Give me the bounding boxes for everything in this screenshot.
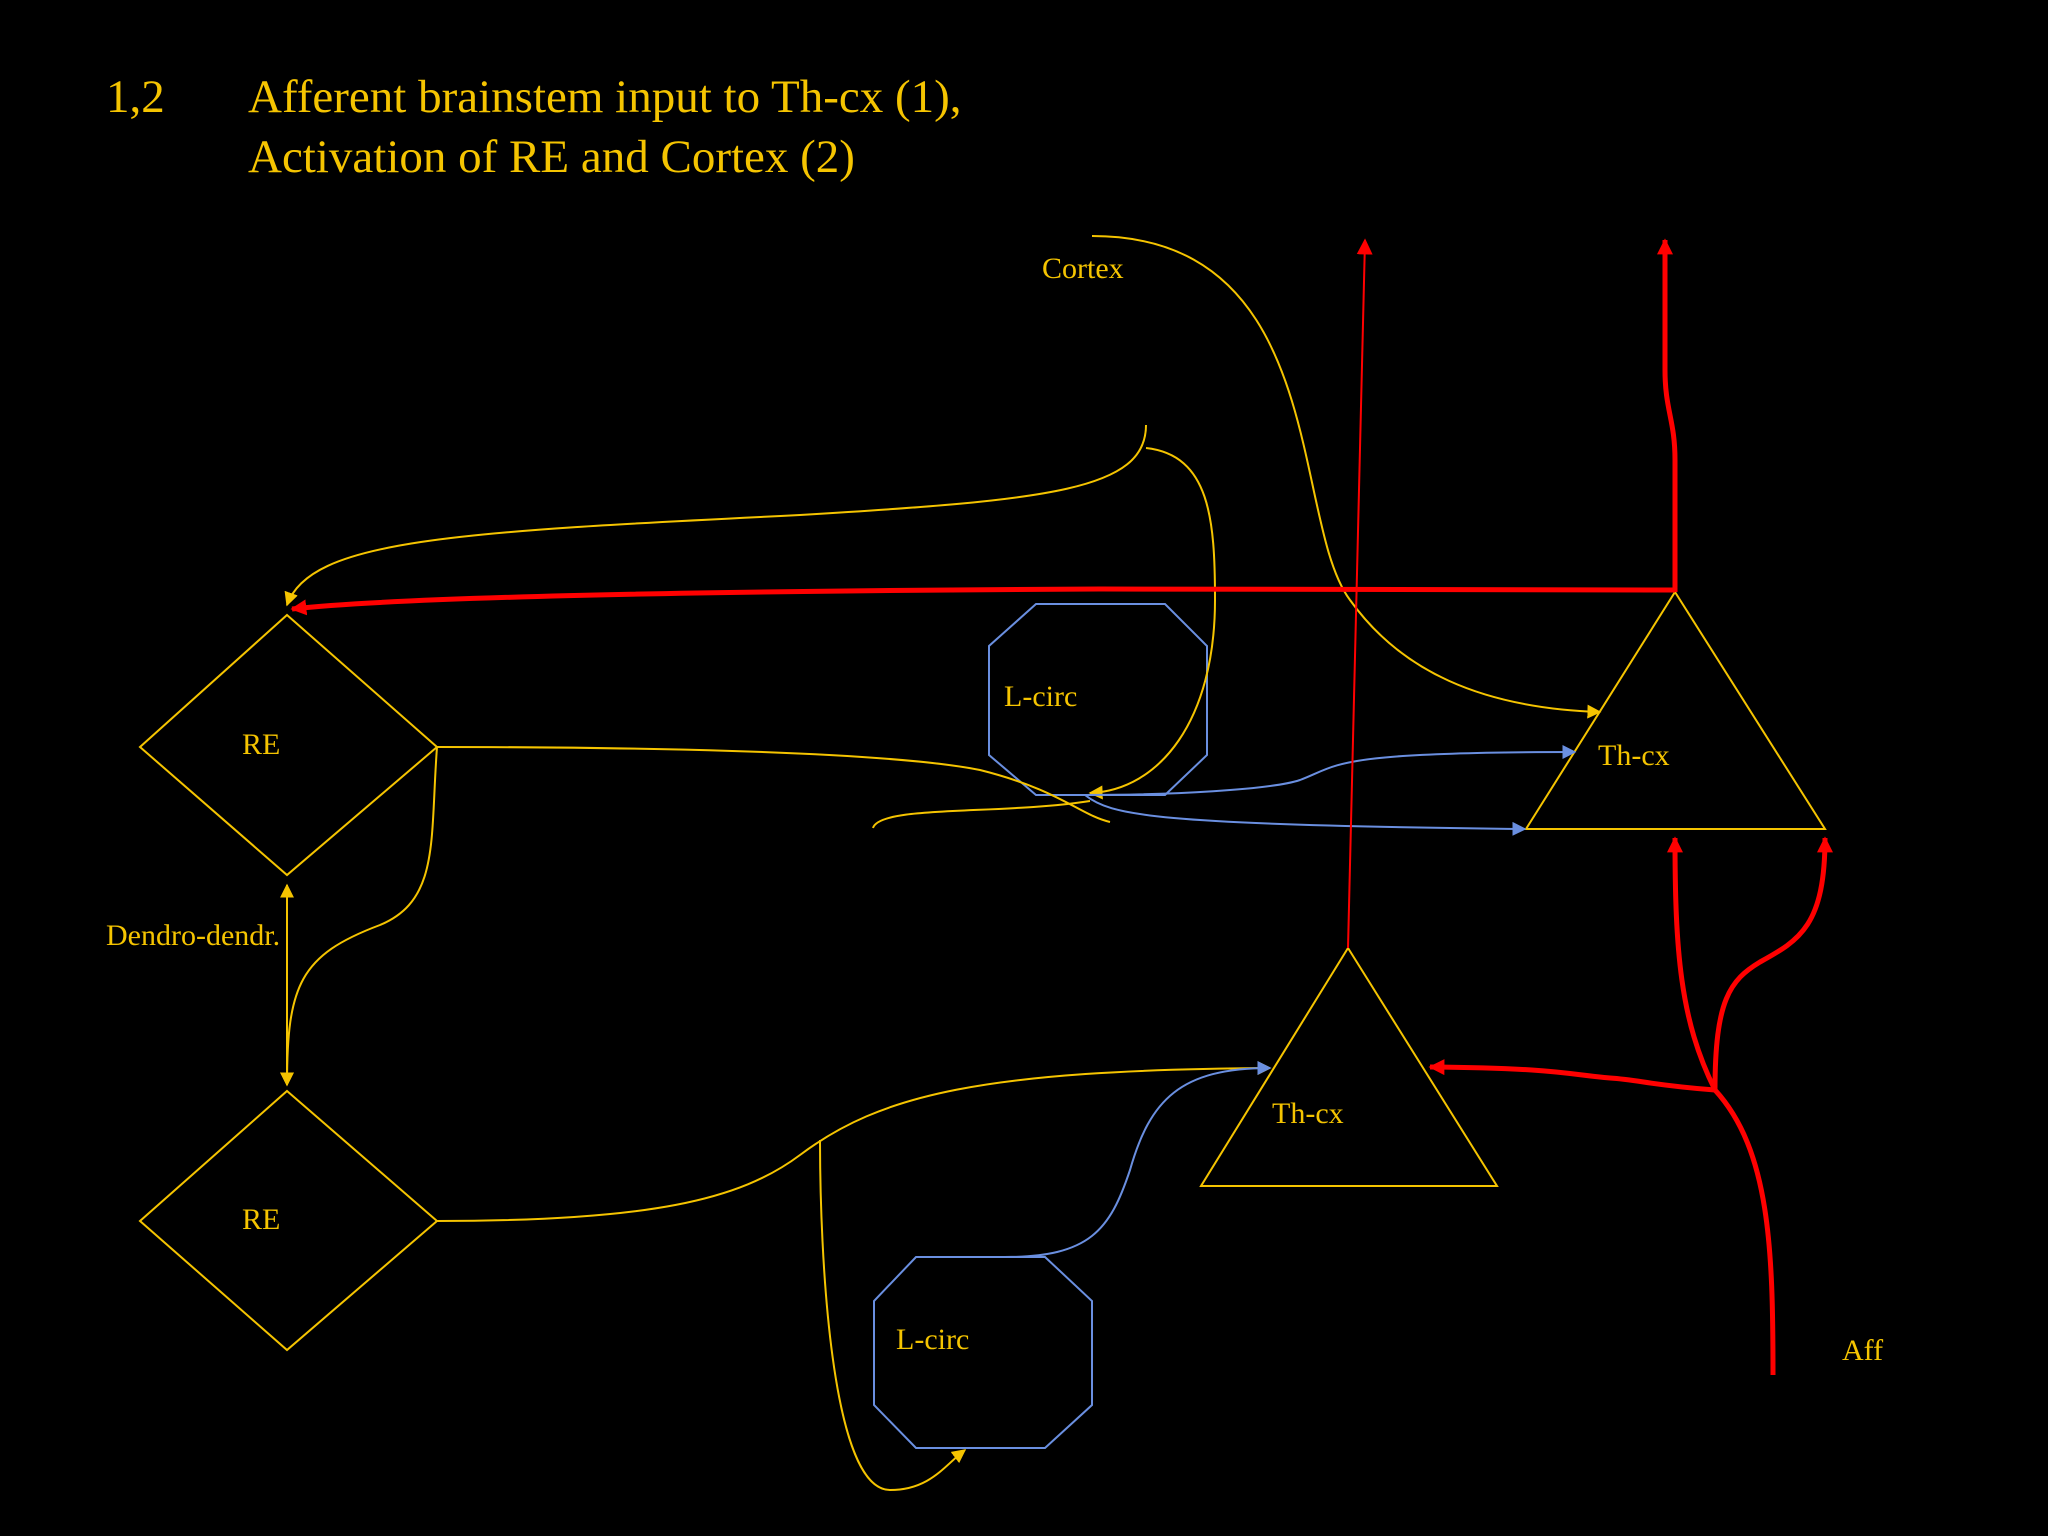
afferent-to-thcx-right-b: [1712, 836, 1833, 1091]
thcx-lower-cortical-axon: [1347, 238, 1373, 949]
dendro-label: Dendro-dendr.: [106, 919, 280, 952]
thcx-lower-node: [1199, 946, 1499, 1187]
re-upper-to-thcx-pathway: [436, 746, 1111, 823]
re-lower-to-lcirc-pathway: [819, 1139, 967, 1492]
lcirc-to-thcx-right-blue: [1084, 745, 1577, 796]
thcx-right-cortical-axon: [1657, 238, 1678, 592]
thcx-right-label: Th-cx: [1598, 739, 1670, 772]
thcx-to-re-red-collateral: [290, 586, 1676, 616]
cortico-lcirc-pathway: [1088, 447, 1217, 800]
aff-label: Aff: [1842, 1334, 1883, 1367]
afferent-to-thcx-lower: [1428, 1059, 1716, 1093]
lcirc-input-fiber: [872, 800, 1091, 829]
re-upper-node: [138, 613, 439, 877]
cortex-to-thcx-pathway: [1091, 235, 1602, 719]
lcirc-lower-node: [873, 1256, 1093, 1449]
afferent-main-trunk: [1713, 1088, 1776, 1376]
cortex-label: Cortex: [1042, 252, 1124, 285]
lcirc-upper-label: L-circ: [1004, 680, 1077, 713]
re-to-re-collateral: [280, 746, 438, 1087]
lcirc-to-thcx-right-blue-2: [1084, 794, 1527, 836]
thcx-lower-label: Th-cx: [1272, 1097, 1344, 1130]
lcirc-lower-label: L-circ: [896, 1323, 969, 1356]
re-upper-label: RE: [242, 728, 280, 761]
afferent-to-thcx-right-a: [1667, 836, 1718, 1092]
lcirc-upper-node: [988, 603, 1208, 796]
cortico-re-pathway: [284, 424, 1147, 607]
re-lower-label: RE: [242, 1203, 280, 1236]
slide-number: 1,2: [106, 71, 165, 123]
re-lower-to-thcx-pathway: [436, 1061, 1272, 1222]
title-line-2: Activation of RE and Cortex (2): [248, 131, 855, 183]
lcirc-lower-to-thcx-blue: [1004, 1061, 1272, 1258]
title-line-1: Afferent brainstem input to Th-cx (1),: [248, 71, 962, 123]
re-lower-node: [138, 1089, 439, 1352]
